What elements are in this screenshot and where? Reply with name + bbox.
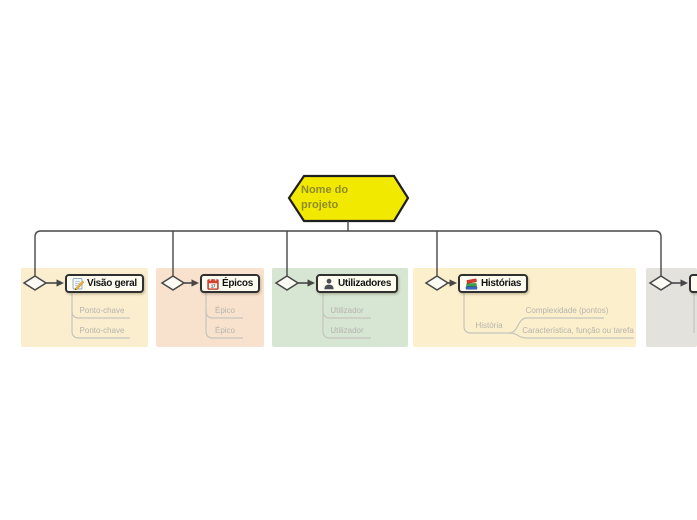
topic-label: Utilizadores [338, 278, 392, 289]
arrowhead-icon [191, 279, 199, 287]
subtopic-ponto-chave-1[interactable]: Ponto-chave [79, 306, 125, 315]
topic-label: Visão geral [87, 278, 137, 289]
arrow-connectors [46, 279, 688, 287]
root-topic-shape[interactable] [287, 174, 410, 223]
topic-utilizadores[interactable]: Utilizadores [316, 274, 399, 293]
books-icon [465, 278, 478, 290]
arrowhead-icon [56, 279, 64, 287]
topic-label: Histórias [481, 278, 522, 289]
subtopic-historia[interactable]: História [475, 321, 503, 330]
subtopic-utilizador-2[interactable]: Utilizador [330, 326, 364, 335]
subtopic-line [463, 291, 509, 334]
calendar-icon: 17 [207, 278, 219, 290]
arrowhead-icon [680, 279, 688, 287]
trunk-line [34, 230, 662, 276]
collapse-toggle-utilizadores[interactable] [274, 275, 300, 291]
subtopic-epico-2[interactable]: Épico [214, 326, 235, 335]
collapse-toggle-visao-geral[interactable] [22, 275, 48, 291]
subtopic-complexidade[interactable]: Complexidade (pontos) [525, 306, 609, 315]
subtopic-line [508, 332, 634, 339]
root-topic-label[interactable]: Nome do projeto [301, 184, 349, 211]
topic-right-cutoff[interactable] [689, 274, 697, 293]
subtopic-utilizador-1[interactable]: Utilizador [330, 306, 364, 315]
collapse-toggle-epicos[interactable] [160, 275, 186, 291]
topic-visao-geral[interactable]: Visão geral [65, 274, 144, 293]
subtopic-line [508, 317, 604, 334]
subtopic-caracteristica[interactable]: Característica, função ou tarefa [522, 326, 634, 335]
subtopic-line [322, 310, 371, 339]
subtopic-line [205, 310, 243, 339]
collapse-toggle-right-cutoff[interactable] [648, 275, 674, 291]
arrowhead-icon [449, 279, 457, 287]
trunk-connectors [34, 221, 662, 276]
svg-text:17: 17 [211, 283, 216, 288]
subtopic-ponto-chave-2[interactable]: Ponto-chave [79, 326, 125, 335]
subtopic-epico-1[interactable]: Épico [214, 306, 235, 315]
topic-historias[interactable]: Histórias [458, 274, 529, 293]
topic-epicos[interactable]: 17 Épicos [200, 274, 260, 293]
subtopic-line [71, 310, 130, 339]
subtopic-connectors [71, 291, 695, 339]
notepad-pencil-icon [72, 277, 84, 290]
collapse-toggle-historias[interactable] [424, 275, 450, 291]
topic-label: Épicos [222, 278, 253, 289]
person-icon [323, 278, 335, 290]
arrowhead-icon [307, 279, 315, 287]
